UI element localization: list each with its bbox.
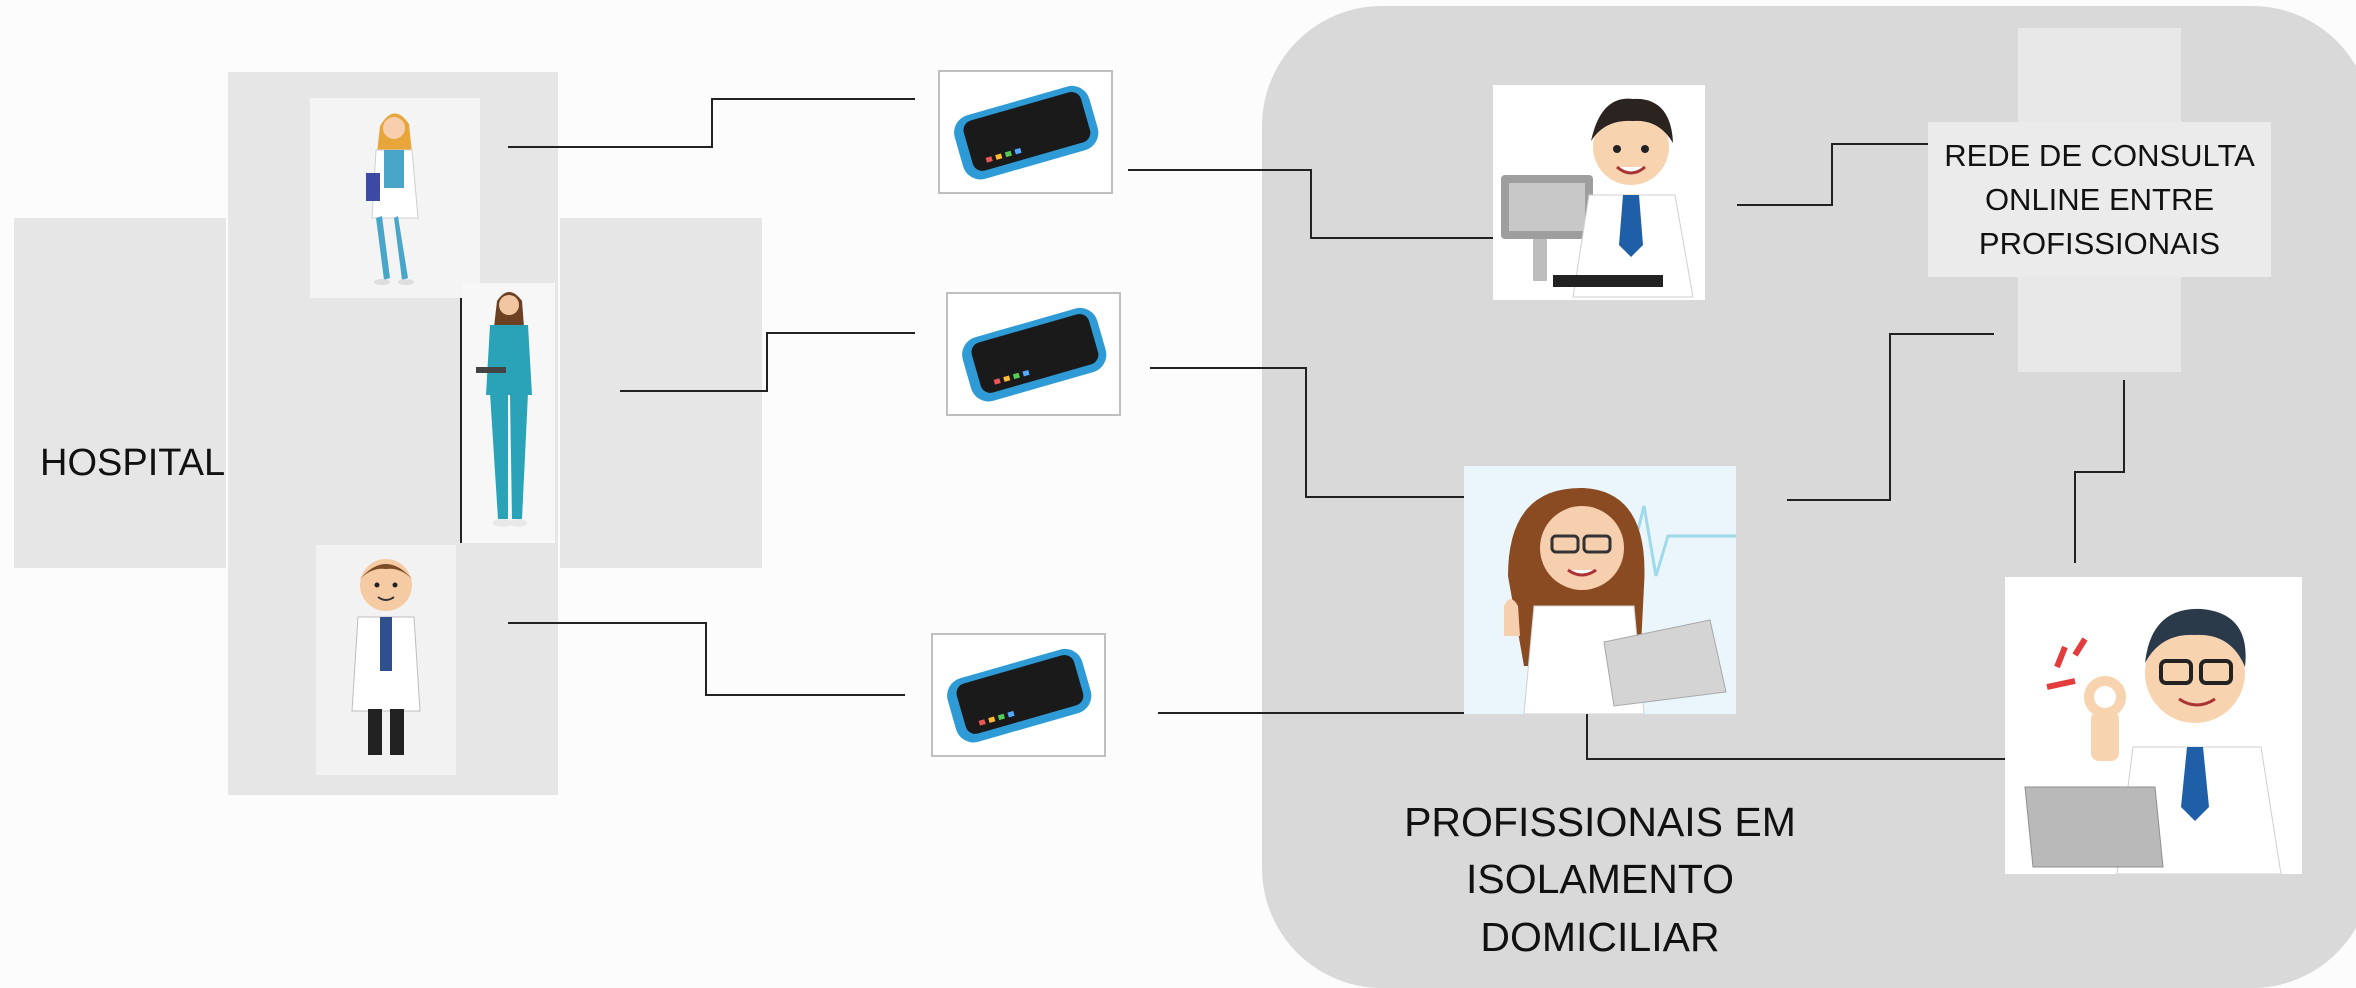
connector-line — [2074, 380, 2125, 563]
female-doctor-photo — [310, 98, 480, 298]
home-isolation-label: PROFISSIONAIS EM ISOLAMENTO DOMICILIAR — [1404, 799, 1796, 960]
smartphone-icon — [962, 307, 1107, 402]
male-doctor-photo — [316, 545, 456, 775]
female-doctor-icon — [366, 113, 419, 285]
connector-line — [508, 622, 905, 696]
connector-line — [1158, 712, 2022, 760]
connector-line — [620, 332, 915, 392]
phone-3 — [931, 633, 1106, 757]
doctor-at-computer-photo — [1493, 85, 1705, 300]
connector-line — [1128, 169, 1497, 239]
female-doctor-thumbs-up-photo — [1464, 466, 1736, 714]
hospital-label: HOSPITAL — [40, 442, 226, 484]
phone-1 — [938, 70, 1113, 194]
doctor-ok-gesture-photo — [2005, 577, 2302, 874]
connector-line — [1787, 333, 1994, 501]
doctor-at-computer-icon — [1501, 98, 1694, 298]
connector-line — [1737, 143, 1928, 206]
network-box — [1928, 122, 2271, 277]
doctor-ok-gesture-icon — [2024, 608, 2282, 874]
network-label: REDE DE CONSULTA ONLINE ENTRE PROFISSION… — [1944, 138, 2255, 262]
hospital-box — [14, 218, 226, 568]
male-doctor-icon — [351, 559, 421, 755]
smartphone-icon — [947, 648, 1092, 743]
smartphone-icon — [954, 85, 1099, 180]
nurse-photo — [462, 283, 555, 543]
phone-2 — [946, 292, 1121, 416]
hospital-side-box — [560, 218, 762, 568]
connector-line — [1150, 367, 1465, 498]
female-doctor-thumbs-up-icon — [1504, 487, 1736, 714]
nurse-icon — [476, 292, 532, 527]
connector-line — [508, 98, 915, 148]
